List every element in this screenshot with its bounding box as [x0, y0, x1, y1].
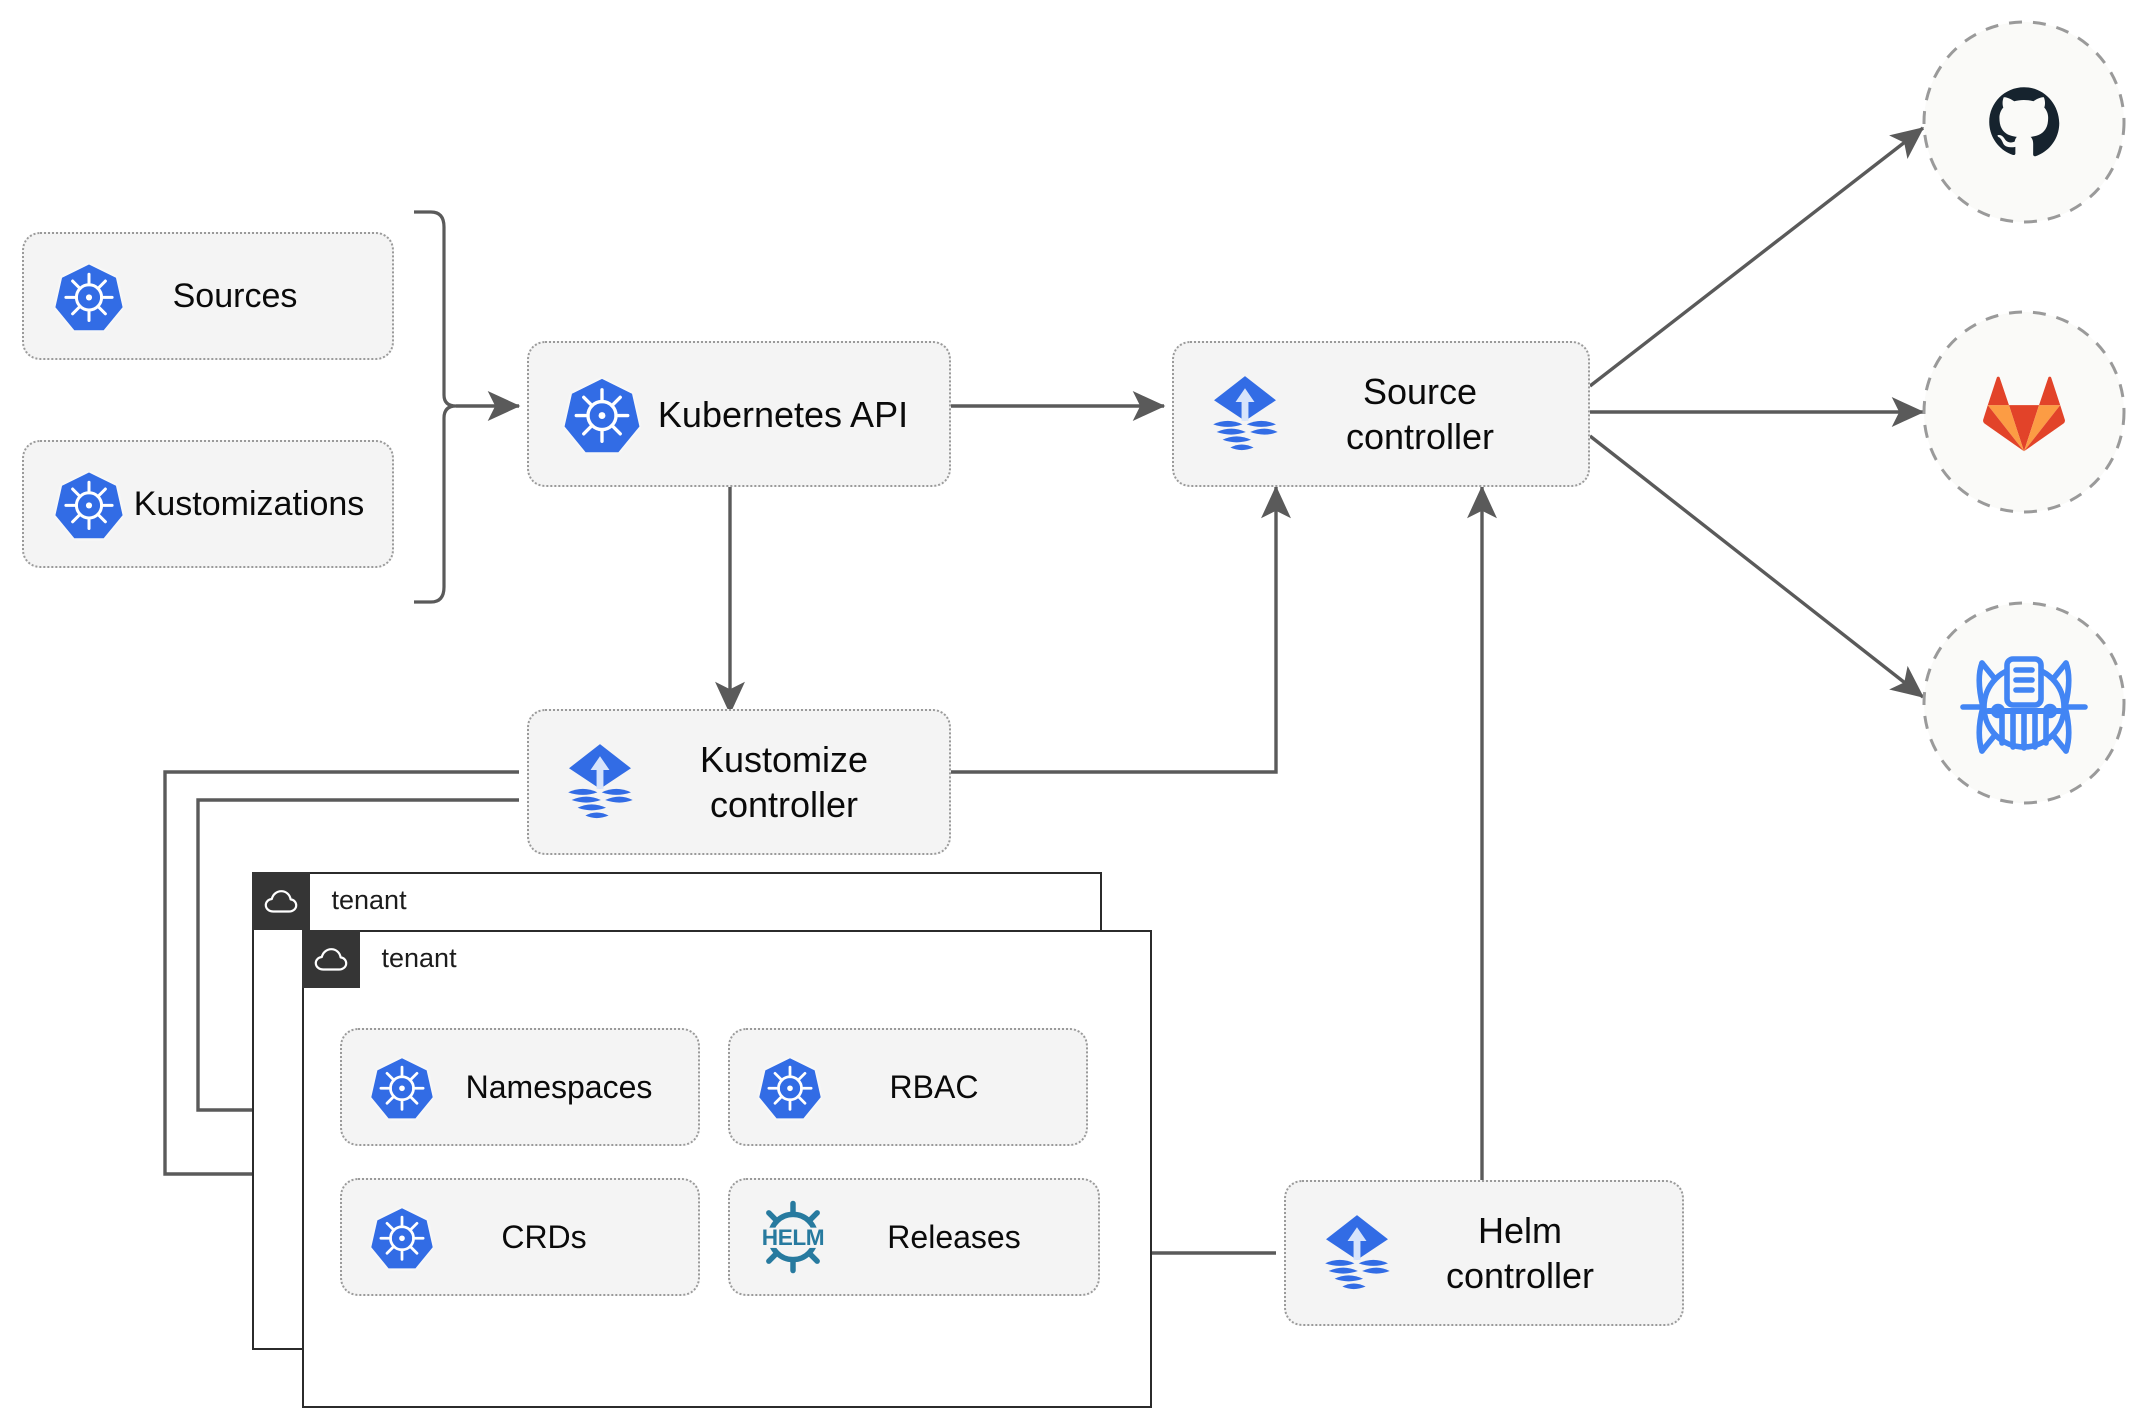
node-kustomize-controller[interactable]: Kustomize controller: [527, 709, 951, 855]
tenant-header-inner: tenant: [301, 929, 457, 988]
svg-text:HELM: HELM: [762, 1225, 825, 1250]
kubernetes-icon: [758, 1055, 822, 1119]
card-label: CRDs: [501, 1219, 587, 1255]
node-label-line2: controller: [1345, 416, 1495, 457]
flux-icon: [557, 739, 643, 825]
node-label-line2: controller: [1445, 1255, 1595, 1296]
node-helm-controller[interactable]: Helm controller: [1284, 1180, 1684, 1326]
node-source-controller[interactable]: Source controller: [1172, 341, 1590, 487]
node-label: Kubernetes API: [657, 393, 909, 435]
card-releases[interactable]: HELM Releases: [728, 1178, 1100, 1296]
kubernetes-icon: [54, 469, 124, 539]
flux-icon: [1202, 371, 1288, 457]
github-icon: [1989, 87, 2060, 157]
provider-circle-github: [1922, 20, 2126, 224]
node-kubernetes-api[interactable]: Kubernetes API: [527, 341, 951, 487]
kubernetes-icon: [370, 1205, 434, 1269]
provider-circle-gitlab: [1922, 310, 2126, 514]
node-label: Kustomizations: [133, 484, 365, 523]
kubernetes-icon: [370, 1055, 434, 1119]
gitlab-icon: [1983, 376, 2065, 452]
card-namespaces[interactable]: Namespaces: [340, 1028, 700, 1146]
card-rbac[interactable]: RBAC: [728, 1028, 1088, 1146]
card-crds[interactable]: CRDs: [340, 1178, 700, 1296]
node-kustomizations[interactable]: Kustomizations: [22, 440, 394, 568]
node-label: Kustomize controller: [643, 737, 925, 827]
node-label-line2: controller: [709, 784, 859, 825]
node-label-line1: Kustomize: [699, 739, 869, 780]
tenant-header-outer: tenant: [251, 871, 407, 930]
tenant-label-inner: tenant: [381, 943, 457, 973]
kubernetes-icon: [563, 375, 641, 453]
flux-icon: [1314, 1210, 1400, 1296]
card-label: RBAC: [889, 1069, 979, 1105]
card-label: Releases: [887, 1219, 1021, 1255]
cloud-icon: [301, 929, 360, 988]
tenant-container-inner: tenant: [301, 929, 1152, 1408]
cloud-icon: [251, 871, 310, 930]
helm-icon: HELM: [754, 1198, 832, 1276]
node-sources[interactable]: Sources: [22, 232, 394, 360]
node-label: Sources: [172, 276, 298, 315]
kubernetes-icon: [54, 261, 124, 331]
node-label-line1: Helm: [1477, 1210, 1562, 1251]
node-label: Helm controller: [1400, 1208, 1640, 1298]
bucket-registry-icon: [1960, 656, 2088, 754]
provider-circle-bucket: [1922, 601, 2126, 805]
node-label-line1: Source: [1362, 371, 1478, 412]
tenant-label-outer: tenant: [331, 885, 407, 915]
card-label: Namespaces: [465, 1069, 653, 1105]
node-label: Source controller: [1288, 369, 1552, 459]
